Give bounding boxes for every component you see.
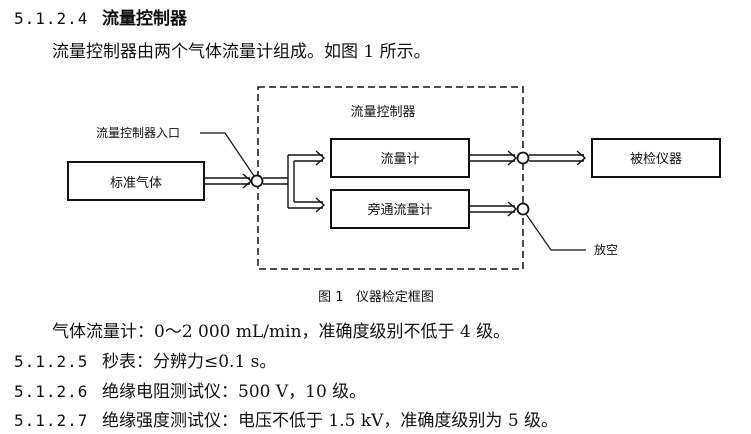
inlet-leader <box>224 132 255 177</box>
instrument-box <box>591 138 721 178</box>
item-number: 5.1.2.6 <box>14 382 89 401</box>
figure-caption: 图 1 仪器检定框图 <box>318 290 434 305</box>
flowmeter-spec: 气体流量计：0～2 000 mL/min，准确度级别不低于 4 级。 <box>52 322 511 342</box>
outlet-junction <box>516 151 530 165</box>
item-text: 绝缘电阻测试仪：500 V，10 级。 <box>102 382 367 402</box>
pipe-flowmeter-out <box>469 150 518 166</box>
section-heading: 5.1.2.4 流量控制器 <box>14 4 187 29</box>
flowmeter-box <box>330 138 470 178</box>
inlet-label: 流量控制器入口 <box>96 126 180 140</box>
standard-gas-box <box>67 161 205 201</box>
flowmeter-label: 流量计 <box>380 152 419 167</box>
controller-label: 流量控制器 <box>350 105 415 120</box>
pipe-to-instrument <box>529 150 587 166</box>
item-number: 5.1.2.7 <box>14 411 89 430</box>
item-5-1-2-7: 5.1.2.7 绝缘强度测试仪：电压不低于 1.5 kV，准确度级别为 5 级。 <box>14 406 558 431</box>
item-number: 5.1.2.5 <box>14 352 89 371</box>
instrument-label: 被检仪器 <box>630 152 682 167</box>
section-title: 流量控制器 <box>102 9 187 29</box>
standard-gas-label: 标准气体 <box>110 175 162 191</box>
item-text: 秒表：分辨力≤0.1 s。 <box>102 352 277 372</box>
intro-paragraph: 流量控制器由两个气体流量计组成。如图 1 所示。 <box>52 42 431 62</box>
pipe-split <box>263 150 326 213</box>
vent-label: 放空 <box>594 242 618 257</box>
pipe-bypass-out <box>469 201 518 217</box>
vent-junction <box>516 202 530 216</box>
pipe-gas-to-inlet <box>204 173 253 189</box>
inlet-junction <box>250 174 264 188</box>
bypass-flowmeter-label: 旁通流量计 <box>367 202 432 218</box>
item-5-1-2-6: 5.1.2.6 绝缘电阻测试仪：500 V，10 级。 <box>14 377 366 402</box>
item-5-1-2-5: 5.1.2.5 秒表：分辨力≤0.1 s。 <box>14 347 276 372</box>
section-number: 5.1.2.4 <box>14 9 89 28</box>
item-text: 绝缘强度测试仪：电压不低于 1.5 kV，准确度级别为 5 级。 <box>102 411 559 431</box>
vent-leader <box>525 213 552 251</box>
bypass-flowmeter-box <box>330 189 470 229</box>
